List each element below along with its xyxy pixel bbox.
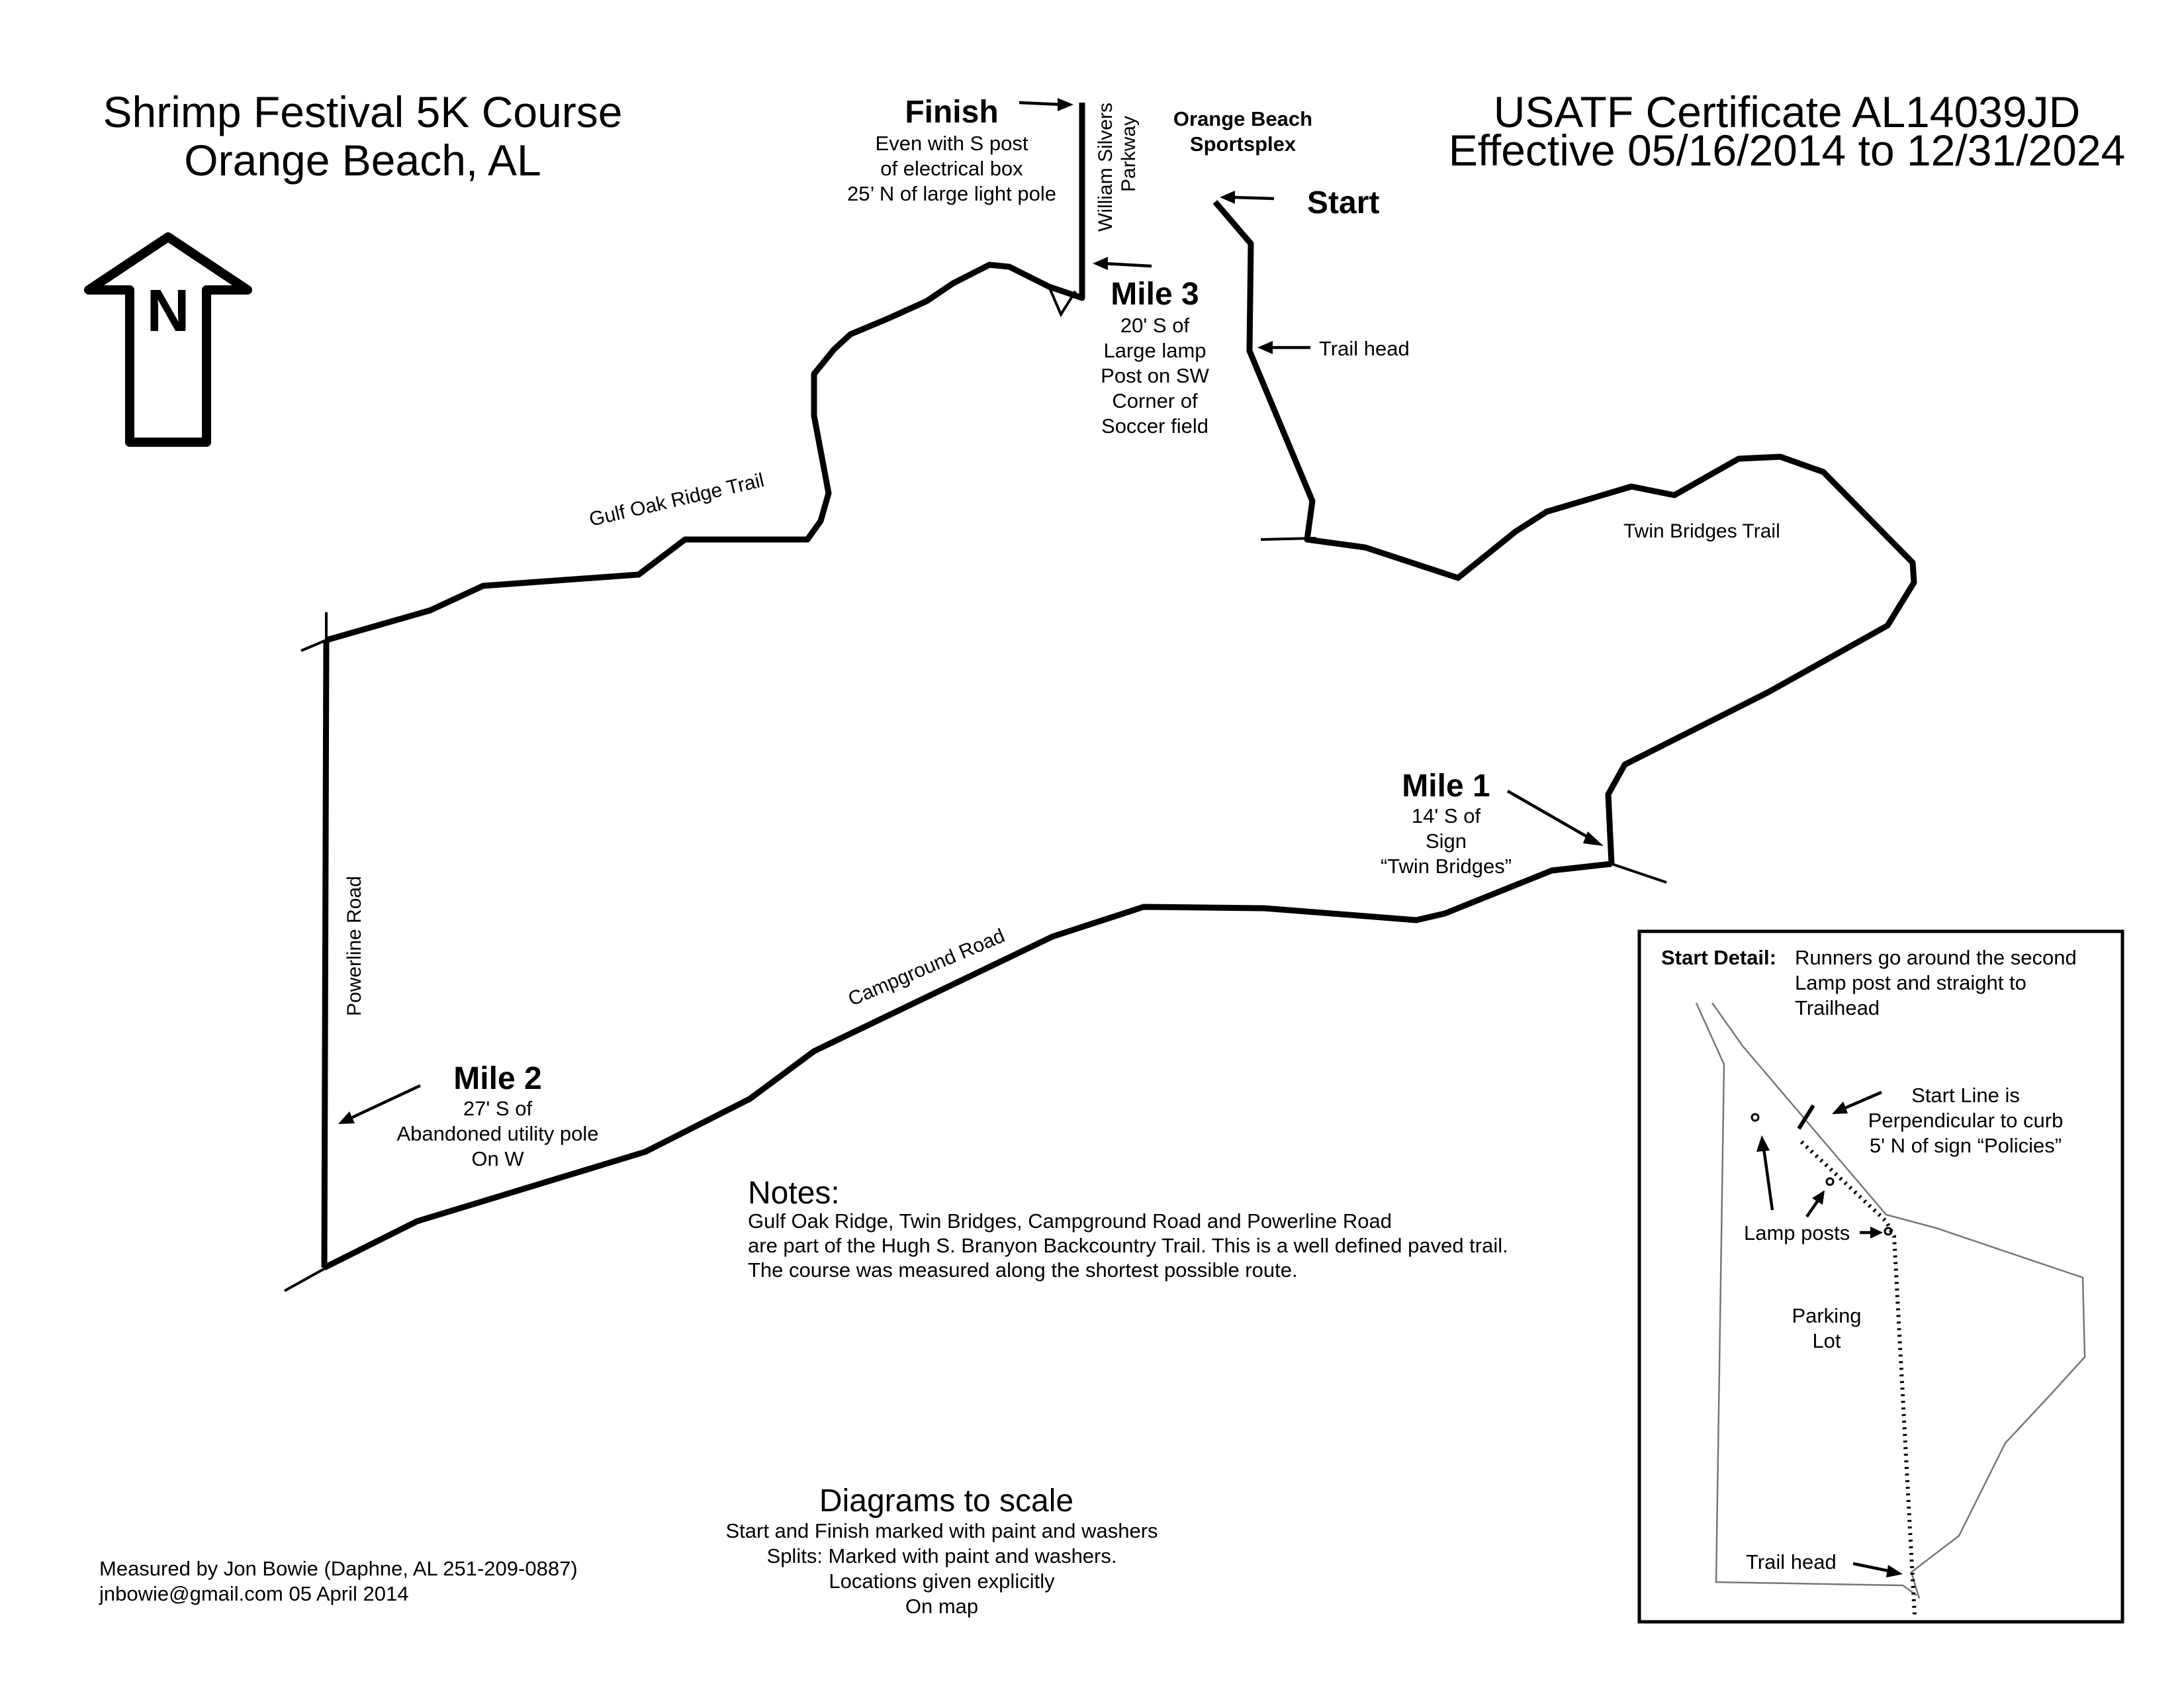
sportsplex-label-2: Sportsplex	[1190, 132, 1297, 156]
mile3-note-1: 20' S of	[1120, 314, 1190, 337]
inset-trail-head-label: Trail head	[1746, 1550, 1837, 1573]
start-detail-line-2: Lamp post and straight to	[1795, 971, 2026, 994]
parking-lot-outline	[1695, 1002, 1917, 1597]
lamp-post-icon	[1825, 1177, 1835, 1186]
arrow-trail-head	[1257, 341, 1310, 354]
start-line-note-3: 5' N of sign “Policies”	[1870, 1134, 2062, 1157]
arrow-finish	[1019, 98, 1073, 111]
mile3-note-2: Large lamp	[1103, 339, 1206, 362]
finish-note-1: Even with S post	[876, 132, 1028, 155]
arrow-start-line	[1832, 1090, 1882, 1114]
notes-line-2: are part of the Hugh S. Branyon Backcoun…	[748, 1234, 1508, 1257]
start-line-note-2: Perpendicular to curb	[1868, 1109, 2064, 1132]
trail-head-label: Trail head	[1319, 337, 1410, 360]
finish-note-3: 25’ N of large light pole	[847, 182, 1056, 205]
notes-heading: Notes:	[748, 1176, 840, 1211]
start-detail-heading: Start Detail:	[1661, 946, 1776, 969]
mile3-note-4: Corner of	[1112, 389, 1198, 412]
parking-lot-curb	[1711, 1002, 2086, 1599]
notes-line-3: The course was measured along the shorte…	[748, 1258, 1298, 1282]
route-powerline-road	[321, 639, 330, 1268]
mile3-label: Mile 3	[1111, 277, 1199, 312]
mile1-note-3: “Twin Bridges”	[1381, 855, 1512, 878]
arrow-lamp-post-2	[1805, 1190, 1825, 1218]
scale-line-2: Splits: Marked with paint and washers.	[767, 1544, 1117, 1568]
parkway-label-2: Parkway	[1118, 116, 1140, 192]
powerline-corner-tick	[300, 639, 327, 652]
start-line-note-1: Start Line is	[1911, 1084, 2020, 1107]
map-subtitle: Orange Beach, AL	[184, 136, 541, 185]
mile3-turn-marker	[1048, 286, 1077, 318]
start-line-mark	[1797, 1104, 1815, 1130]
start-label: Start	[1307, 185, 1379, 220]
mile2-note-2: Abandoned utility pole	[396, 1122, 598, 1145]
scale-line-1: Start and Finish marked with paint and w…	[725, 1519, 1158, 1542]
arrow-mile1	[1506, 790, 1604, 846]
sportsplex-label-1: Orange Beach	[1173, 107, 1312, 130]
map-title: Shrimp Festival 5K Course	[103, 87, 623, 136]
finish-note-2: of electrical box	[880, 157, 1023, 180]
start-detail-line-3: Trailhead	[1795, 996, 1880, 1019]
arrow-lamp-post-1	[1756, 1135, 1774, 1211]
trail-head-tick	[1260, 537, 1316, 541]
route-gulf-oak-ridge	[325, 261, 1085, 643]
arrow-start	[1220, 191, 1275, 204]
lamp-posts-label: Lamp posts	[1744, 1221, 1850, 1244]
mile2-note-1: 27' S of	[463, 1097, 533, 1120]
arrow-mile2	[338, 1084, 421, 1124]
start-detail-frame	[1637, 929, 2124, 1624]
finish-label: Finish	[905, 95, 998, 130]
notes-line-1: Gulf Oak Ridge, Twin Bridges, Campground…	[748, 1209, 1392, 1233]
start-detail-inset: Start Detail: Runners go around the seco…	[1637, 929, 2124, 1624]
mile1-note-1: 14' S of	[1412, 804, 1481, 827]
certificate-number: USATF Certificate AL14039JD	[1494, 87, 2081, 136]
twin-bridges-trail-label: Twin Bridges Trail	[1623, 520, 1780, 542]
arrow-mile3	[1093, 257, 1152, 270]
scale-line-3: Locations given explicitly	[829, 1570, 1055, 1593]
arrow-inset-trail-head	[1852, 1562, 1903, 1577]
mile3-note-5: Soccer field	[1101, 414, 1208, 438]
parkway-label-1: William Silvers	[1095, 103, 1116, 232]
mile1-tick	[1611, 863, 1667, 884]
mile2-corner-tick	[284, 1266, 327, 1292]
measured-by-line-1: Measured by Jon Bowie (Daphne, AL 251-20…	[99, 1557, 578, 1580]
powerline-road-label: Powerline Road	[343, 876, 365, 1016]
mile2-note-3: On W	[471, 1147, 524, 1170]
mile3-note-3: Post on SW	[1101, 364, 1209, 387]
certificate-validity: Effective 05/16/2014 to 12/31/2024	[1449, 126, 2126, 175]
arrow-lamp-post-3	[1860, 1227, 1883, 1239]
scale-heading: Diagrams to scale	[819, 1483, 1073, 1519]
route-mile1-to-mile2	[322, 861, 1612, 1271]
route-start-to-mile1	[1212, 200, 1917, 865]
gulf-oak-ridge-trail-label: Gulf Oak Ridge Trail	[587, 469, 766, 531]
course-route	[321, 103, 1917, 1271]
mile1-note-2: Sign	[1426, 829, 1467, 853]
measured-by-line-2: jnbowie@gmail.com 05 April 2014	[99, 1582, 408, 1605]
mile2-label: Mile 2	[453, 1061, 541, 1096]
scale-line-4: On map	[905, 1595, 978, 1618]
north-arrow-icon: N	[84, 232, 252, 447]
parking-lot-label-2: Lot	[1812, 1329, 1841, 1352]
parking-lot-label-1: Parking	[1792, 1304, 1861, 1327]
mile1-label: Mile 1	[1402, 769, 1490, 804]
start-detail-line-1: Runners go around the second	[1795, 946, 2077, 969]
north-label: N	[147, 278, 190, 344]
lamp-post-icon	[1751, 1113, 1760, 1122]
